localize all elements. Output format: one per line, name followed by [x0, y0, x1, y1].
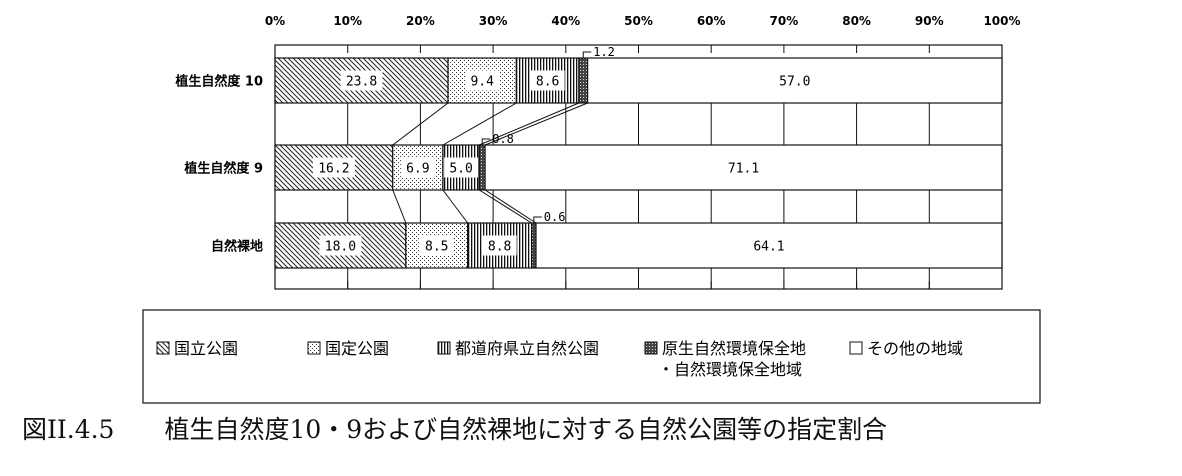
x-tick-label: 20%: [406, 14, 435, 28]
bar-segment: [484, 144, 1003, 191]
callout-leader: [533, 216, 542, 223]
bar-segment: [478, 144, 486, 191]
x-tick-label: 90%: [915, 14, 944, 28]
data-label-bg: [319, 235, 362, 256]
data-label: 16.2: [318, 162, 349, 177]
legend-swatch: [849, 341, 863, 355]
data-label: 0.8: [492, 132, 514, 146]
x-tick-label: 10%: [333, 14, 362, 28]
legend-swatch: [307, 341, 321, 355]
callout-leader: [582, 51, 592, 58]
bar-segment: [587, 57, 1003, 104]
connector-line: [442, 189, 469, 224]
data-label: 18.0: [325, 240, 356, 255]
legend-swatch: [156, 341, 170, 355]
connector-line: [484, 189, 537, 224]
legend-swatch: [437, 341, 451, 355]
data-label: 8.8: [488, 240, 511, 255]
legend-label: 原生自然環境保全地: [662, 339, 806, 358]
data-label: 5.0: [449, 162, 472, 177]
connector-line: [479, 189, 532, 224]
x-tick-label: 60%: [697, 14, 726, 28]
data-label-bg: [465, 70, 500, 91]
data-label: 71.1: [728, 162, 759, 177]
callout-leader: [481, 138, 491, 145]
legend-label: 都道府県立自然公園: [455, 339, 599, 358]
data-label-bg: [312, 157, 355, 178]
data-label-bg: [444, 157, 479, 178]
category-label: 植生自然度 10: [174, 74, 263, 90]
legend-swatch: [644, 341, 658, 355]
data-label-bg: [530, 70, 565, 91]
x-tick-label: 30%: [479, 14, 508, 28]
x-tick-label: 70%: [770, 14, 799, 28]
data-label: 57.0: [779, 75, 810, 90]
legend-label: 国定公園: [325, 339, 389, 358]
data-label: 64.1: [753, 240, 784, 255]
figure-caption: 図II.4.5 植生自然度10・9および自然裸地に対する自然公園等の指定割合: [22, 415, 888, 444]
connector-line: [442, 102, 517, 146]
data-label: 1.2: [593, 45, 615, 59]
data-label: 6.9: [406, 162, 429, 177]
category-label: 植生自然度 9: [183, 161, 263, 177]
bar-segment: [531, 222, 537, 269]
data-label: 8.6: [536, 75, 559, 90]
x-tick-label: 40%: [551, 14, 580, 28]
data-label: 0.6: [544, 210, 566, 224]
x-tick-label: 50%: [624, 14, 653, 28]
legend-label-line2: ・自然環境保全地域: [658, 360, 802, 379]
data-label: 8.5: [425, 240, 448, 255]
x-tick-label: 100%: [983, 14, 1020, 28]
category-label: 自然裸地: [211, 239, 263, 255]
data-label-bg: [482, 235, 517, 256]
connector-line: [484, 102, 588, 146]
connector-line: [479, 102, 580, 146]
data-label: 23.8: [346, 75, 377, 90]
x-tick-label: 0%: [265, 14, 285, 28]
data-label-bg: [340, 70, 383, 91]
connector-line: [392, 189, 407, 224]
legend-label: 国立公園: [174, 339, 238, 358]
data-label-bg: [400, 157, 435, 178]
legend-label: その他の地域: [867, 339, 963, 358]
data-label: 9.4: [470, 75, 494, 90]
connector-line: [392, 102, 449, 146]
bar-segment: [535, 222, 1003, 269]
data-label-bg: [419, 235, 454, 256]
bar-segment: [578, 57, 589, 104]
legend-box: [142, 309, 1041, 404]
x-tick-label: 80%: [842, 14, 871, 28]
